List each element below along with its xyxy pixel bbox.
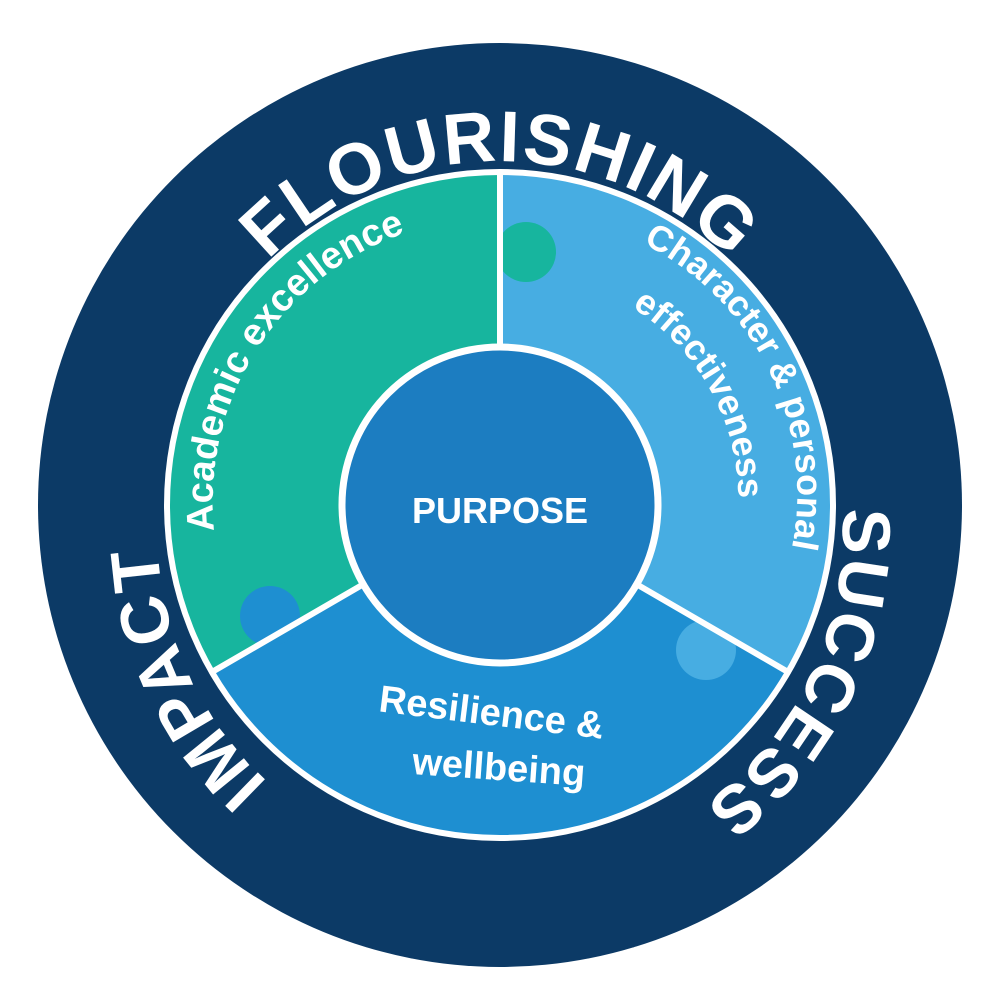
segment-resilience-wellbeing — [212, 505, 788, 838]
center-label-purpose: PURPOSE — [412, 490, 588, 531]
puzzle-tab-character — [676, 620, 736, 680]
puzzle-tab-academic — [496, 222, 556, 282]
inner-ring — [164, 169, 836, 841]
center-circle — [338, 343, 662, 667]
